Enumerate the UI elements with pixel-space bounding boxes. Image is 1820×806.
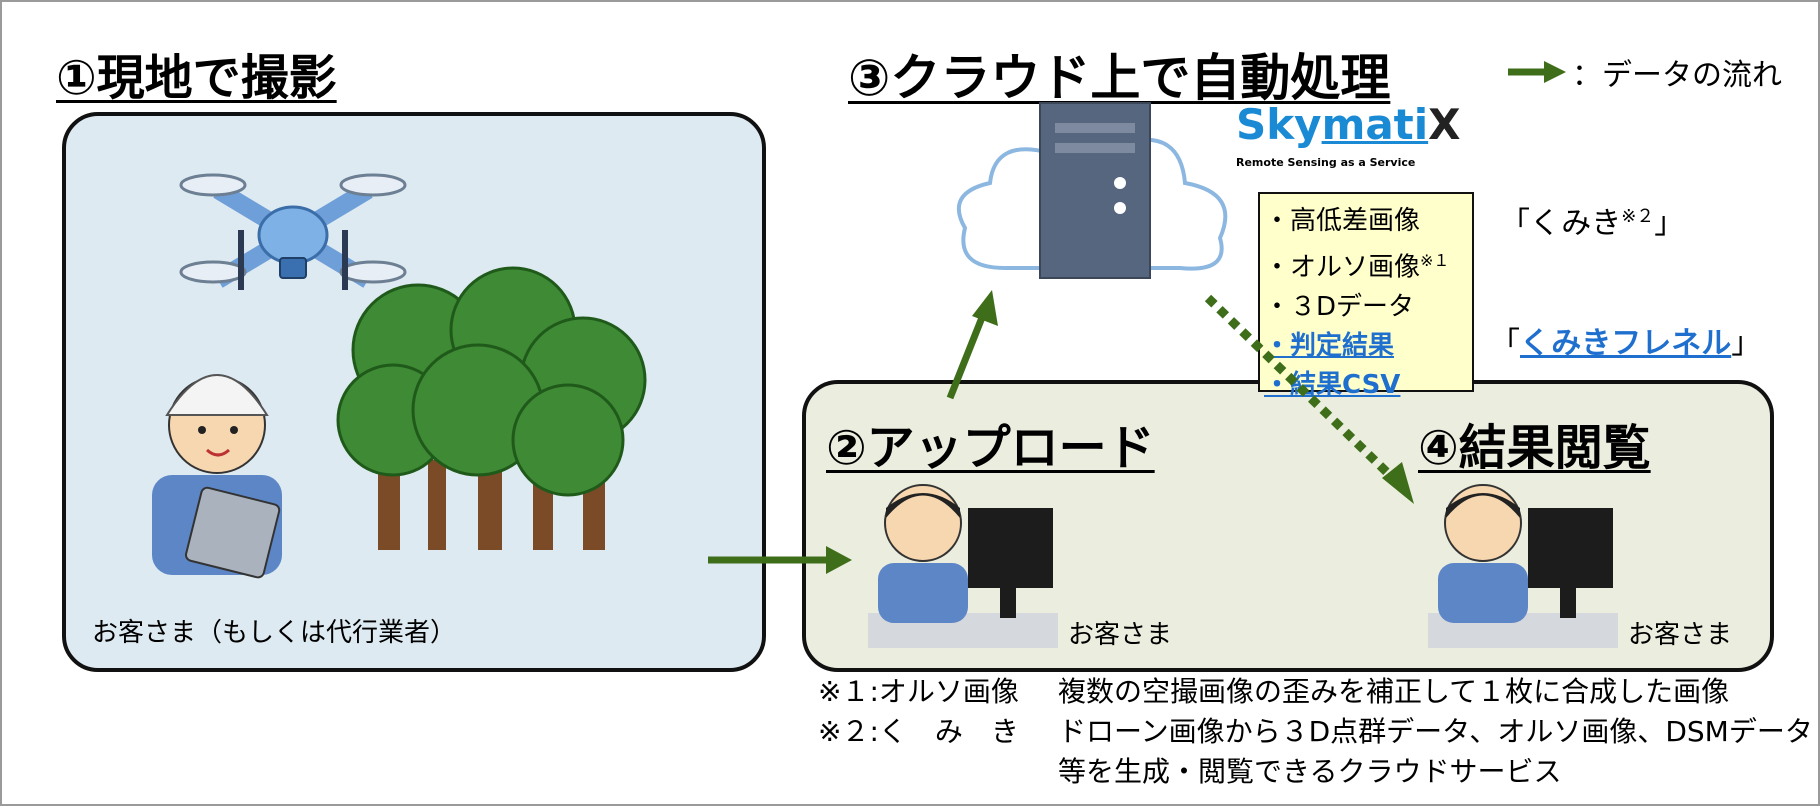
- output-item-3d: ・３Dデータ: [1264, 291, 1415, 322]
- output-list-box: ・高低差画像 ・オルソ画像※１ ・３Dデータ ・判定結果 ・結果CSV: [1258, 192, 1474, 400]
- viewer-customer-label: お客さま: [1628, 620, 1733, 650]
- footnote-ortho: ※１:オルソ画像 複数の空撮画像の歪みを補正して１枚に合成した画像: [818, 672, 1813, 712]
- step2-title: ②アップロード: [826, 420, 1155, 476]
- footnote-ortho-text: 複数の空撮画像の歪みを補正して１枚に合成した画像: [1058, 675, 1730, 708]
- footnote-ortho-key: ※１:オルソ画像: [818, 675, 1019, 708]
- footnote-kumiki: ※２:く み き ドローン画像から３D点群データ、オルソ画像、DSMデータ: [818, 712, 1813, 752]
- footnote-kumiki-text: ドローン画像から３D点群データ、オルソ画像、DSMデータ: [1058, 715, 1813, 748]
- step3-title: ③クラウド上で自動処理: [848, 49, 1391, 107]
- ortho-footnote-mark: ※１: [1420, 251, 1450, 270]
- upload-customer-label: お客さま: [1068, 620, 1173, 650]
- kumiki-footnote-mark: ※２: [1621, 206, 1655, 227]
- forest-icon: [336, 266, 647, 550]
- legend: ：データの流れ: [1508, 50, 1782, 94]
- output-item-ortho: ・オルソ画像※１: [1264, 241, 1472, 288]
- footnotes: ※１:オルソ画像 複数の空撮画像の歪みを補正して１枚に合成した画像 ※２:く み…: [818, 672, 1813, 792]
- footnote-kumiki-key: ※２:く み き: [818, 715, 1019, 748]
- upload-user-icon: [868, 484, 1058, 648]
- logo-name-mati: mati: [1321, 100, 1429, 149]
- kumiki-fresnel-link[interactable]: くみきフレネル: [1520, 326, 1732, 361]
- logo-tagline: Remote Sensing as a Service: [1236, 156, 1416, 169]
- fresnel-close: 」: [1731, 326, 1762, 361]
- logo-name-sky: Sky: [1236, 100, 1322, 149]
- result-csv-link[interactable]: ・結果CSV: [1264, 369, 1401, 400]
- footnote-kumiki-cont: 等を生成・閲覧できるクラウドサービス: [1058, 755, 1562, 788]
- step1-title: ①現地で撮影: [56, 50, 337, 106]
- logo-name-x: X: [1428, 100, 1461, 149]
- fresnel-label: 「くみきフレネル」: [1490, 318, 1761, 362]
- step4-title: ④結果閲覧: [1418, 420, 1651, 476]
- field-worker-icon: [152, 374, 282, 579]
- legend-label: ：データの流れ: [1572, 58, 1782, 93]
- output-item-elevation: ・高低差画像: [1264, 206, 1421, 236]
- fresnel-open: 「: [1490, 326, 1520, 361]
- legend-arrow-icon: [1508, 61, 1566, 83]
- kumiki-label-close: 」: [1654, 206, 1685, 241]
- drone-icon: [179, 173, 407, 290]
- cloud-server-icon: [956, 102, 1228, 279]
- field-customer-label: お客さま（もしくは代行業者）: [92, 618, 457, 648]
- judgment-result-link[interactable]: ・判定結果: [1264, 330, 1395, 361]
- viewer-user-icon: [1428, 484, 1618, 648]
- skymatix-logo: SkymatiX Remote Sensing as a Service: [1236, 100, 1486, 180]
- kumiki-label: 「くみき※２」: [1500, 198, 1684, 242]
- output-item-ortho-label: ・オルソ画像: [1264, 252, 1421, 283]
- kumiki-label-text: 「くみき: [1500, 206, 1622, 241]
